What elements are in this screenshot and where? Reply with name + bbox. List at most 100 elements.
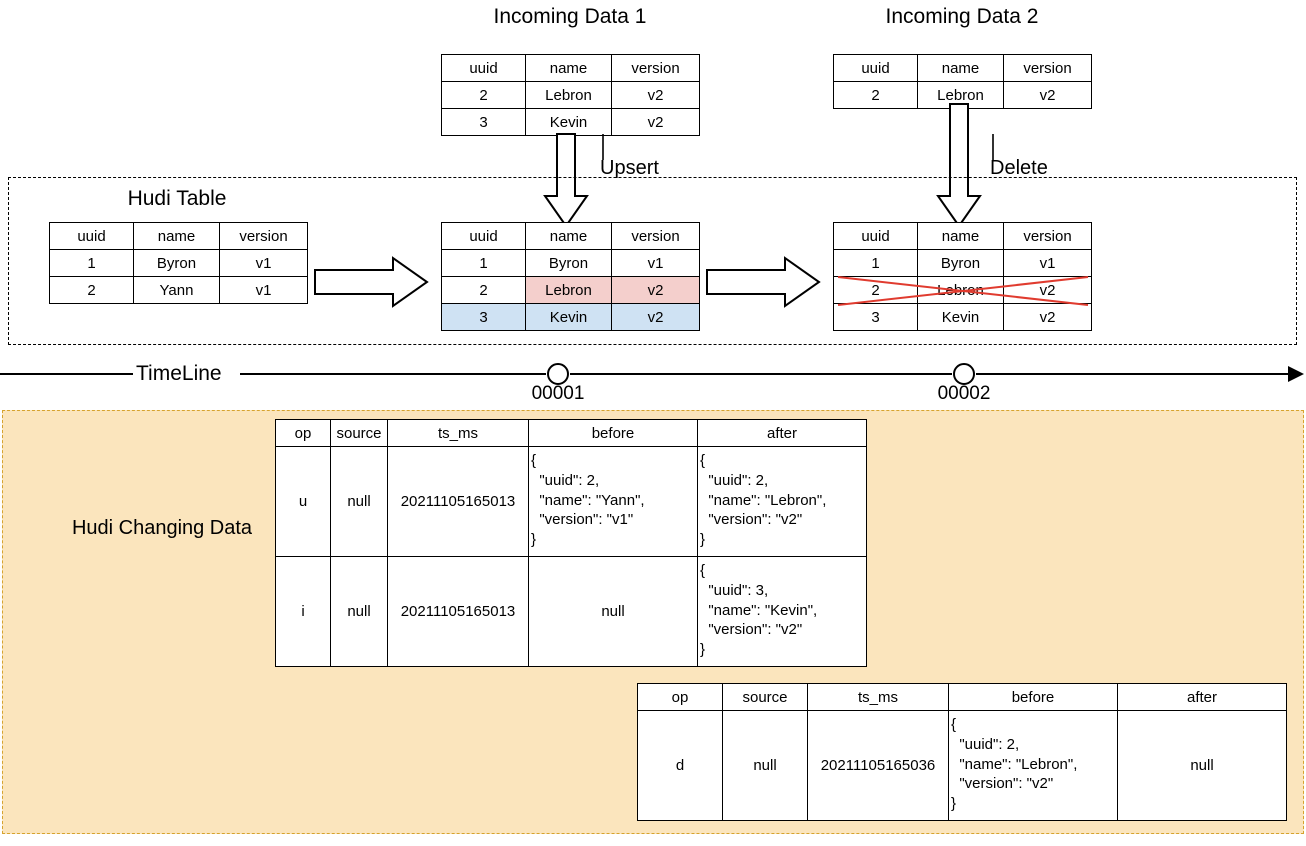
col-header-uuid: uuid [833, 222, 918, 250]
table-header-row: uuid name version [833, 222, 1092, 250]
cell-name: Lebron [917, 276, 1004, 304]
cdc-col-op: op [275, 419, 331, 447]
timeline-axis [0, 363, 1304, 385]
col-header-name: name [133, 222, 220, 250]
col-header-uuid: uuid [441, 54, 526, 82]
col-header-name: name [525, 222, 612, 250]
table-row: 3 Kevin v2 [441, 108, 700, 136]
cell-version: v1 [219, 276, 308, 304]
cdc-cell-ts-ms: 20211105165013 [387, 446, 529, 557]
cdc-col-ts-ms: ts_ms [807, 683, 949, 711]
flow-arrow-delete [706, 256, 821, 308]
upsert-label: Upsert [600, 157, 659, 179]
cell-name: Lebron [525, 276, 612, 304]
cell-uuid: 1 [833, 249, 918, 277]
hudi-table-after-upsert: uuid name version 1 Byron v1 2 Lebron v2… [441, 222, 700, 331]
cell-version: v2 [611, 108, 700, 136]
col-header-name: name [917, 222, 1004, 250]
cdc-cell-before: { "uuid": 2, "name": "Lebron", "version"… [948, 710, 1118, 821]
cdc-table-00001-wrap: op source ts_ms before after u null 2021… [275, 419, 867, 667]
hudi-table-after-delete: uuid name version 1 Byron v1 2 Lebron v2… [833, 222, 1092, 331]
delete-cross-icon [837, 276, 1089, 306]
table-header-row: uuid name version [441, 54, 700, 82]
cdc-row: d null 20211105165036 { "uuid": 2, "name… [637, 710, 1287, 821]
cell-name: Yann [133, 276, 220, 304]
cdc-row: u null 20211105165013 { "uuid": 2, "name… [275, 446, 867, 557]
cdc-cell-source: null [330, 446, 388, 557]
cell-version: v2 [1003, 81, 1092, 109]
table-row-updated: 2 Lebron v2 [441, 276, 700, 304]
cdc-col-after: after [697, 419, 867, 447]
cell-uuid: 3 [833, 303, 918, 331]
incoming-data-1-title: Incoming Data 1 [493, 5, 647, 28]
cdc-col-before: before [948, 683, 1118, 711]
cdc-cell-before: { "uuid": 2, "name": "Yann", "version": … [528, 446, 698, 557]
table-row: 1 Byron v1 [49, 249, 308, 277]
table-row: 1 Byron v1 [833, 249, 1092, 277]
table-row: 2 Yann v1 [49, 276, 308, 304]
cell-name: Byron [917, 249, 1004, 277]
cell-name: Kevin [917, 303, 1004, 331]
table-header-row: uuid name version [49, 222, 308, 250]
table-row: 3 Kevin v2 [833, 303, 1092, 331]
cdc-cell-source: null [330, 556, 388, 667]
cdc-cell-after: null [1117, 710, 1287, 821]
incoming-data-2-title: Incoming Data 2 [885, 5, 1039, 28]
cell-uuid: 2 [441, 81, 526, 109]
cdc-cell-before: null [528, 556, 698, 667]
hudi-table-after-delete-wrap: uuid name version 1 Byron v1 2 Lebron v2… [833, 222, 1092, 331]
cdc-col-ts-ms: ts_ms [387, 419, 529, 447]
cdc-table-00002-wrap: op source ts_ms before after d null 2021… [637, 683, 1287, 821]
cdc-row: i null 20211105165013 null { "uuid": 3, … [275, 556, 867, 667]
cell-version: v2 [611, 276, 700, 304]
incoming-data-2-table-wrap: uuid name version 2 Lebron v2 [833, 54, 1092, 109]
cdc-cell-after: { "uuid": 3, "name": "Kevin", "version":… [697, 556, 867, 667]
cell-uuid: 3 [441, 108, 526, 136]
table-row-inserted: 3 Kevin v2 [441, 303, 700, 331]
cdc-table-00002: op source ts_ms before after d null 2021… [637, 683, 1287, 821]
col-header-version: version [611, 222, 700, 250]
cell-uuid: 1 [441, 249, 526, 277]
cell-name: Kevin [525, 303, 612, 331]
cell-uuid: 2 [441, 276, 526, 304]
timeline-tick-00001: 00001 [531, 383, 585, 404]
hudi-table-before-wrap: uuid name version 1 Byron v1 2 Yann v1 [49, 222, 308, 304]
cdc-cell-op: d [637, 710, 723, 821]
hudi-table-label: Hudi Table [127, 187, 227, 210]
delete-arrow [936, 103, 982, 228]
cdc-cell-ts-ms: 20211105165013 [387, 556, 529, 667]
hudi-changing-data-label: Hudi Changing Data [71, 517, 253, 539]
upsert-leader-line [602, 134, 604, 160]
cell-version: v2 [1003, 303, 1092, 331]
cdc-col-source: source [330, 419, 388, 447]
incoming-data-1-table: uuid name version 2 Lebron v2 3 Kevin v2 [441, 54, 700, 136]
cdc-cell-ts-ms: 20211105165036 [807, 710, 949, 821]
cell-version: v2 [611, 303, 700, 331]
cdc-col-before: before [528, 419, 698, 447]
delete-label: Delete [990, 157, 1048, 179]
cdc-col-source: source [722, 683, 808, 711]
cell-uuid: 2 [833, 81, 918, 109]
table-row: 2 Lebron v2 [441, 81, 700, 109]
flow-arrow-upsert [314, 256, 429, 308]
hudi-table-after-upsert-wrap: uuid name version 1 Byron v1 2 Lebron v2… [441, 222, 700, 331]
cell-version: v1 [611, 249, 700, 277]
col-header-version: version [611, 54, 700, 82]
table-header-row: uuid name version [833, 54, 1092, 82]
cdc-table-00001: op source ts_ms before after u null 2021… [275, 419, 867, 667]
cdc-cell-source: null [722, 710, 808, 821]
delete-leader-line [992, 134, 994, 160]
cdc-header-row: op source ts_ms before after [637, 683, 1287, 711]
hudi-table-container [8, 177, 1297, 345]
cdc-cell-op: u [275, 446, 331, 557]
cell-name: Kevin [525, 108, 612, 136]
col-header-version: version [1003, 222, 1092, 250]
cell-version: v1 [1003, 249, 1092, 277]
col-header-name: name [917, 54, 1004, 82]
cell-uuid: 2 [49, 276, 134, 304]
cdc-col-op: op [637, 683, 723, 711]
hudi-table-before: uuid name version 1 Byron v1 2 Yann v1 [49, 222, 308, 304]
cdc-header-row: op source ts_ms before after [275, 419, 867, 447]
col-header-uuid: uuid [49, 222, 134, 250]
table-row: 1 Byron v1 [441, 249, 700, 277]
